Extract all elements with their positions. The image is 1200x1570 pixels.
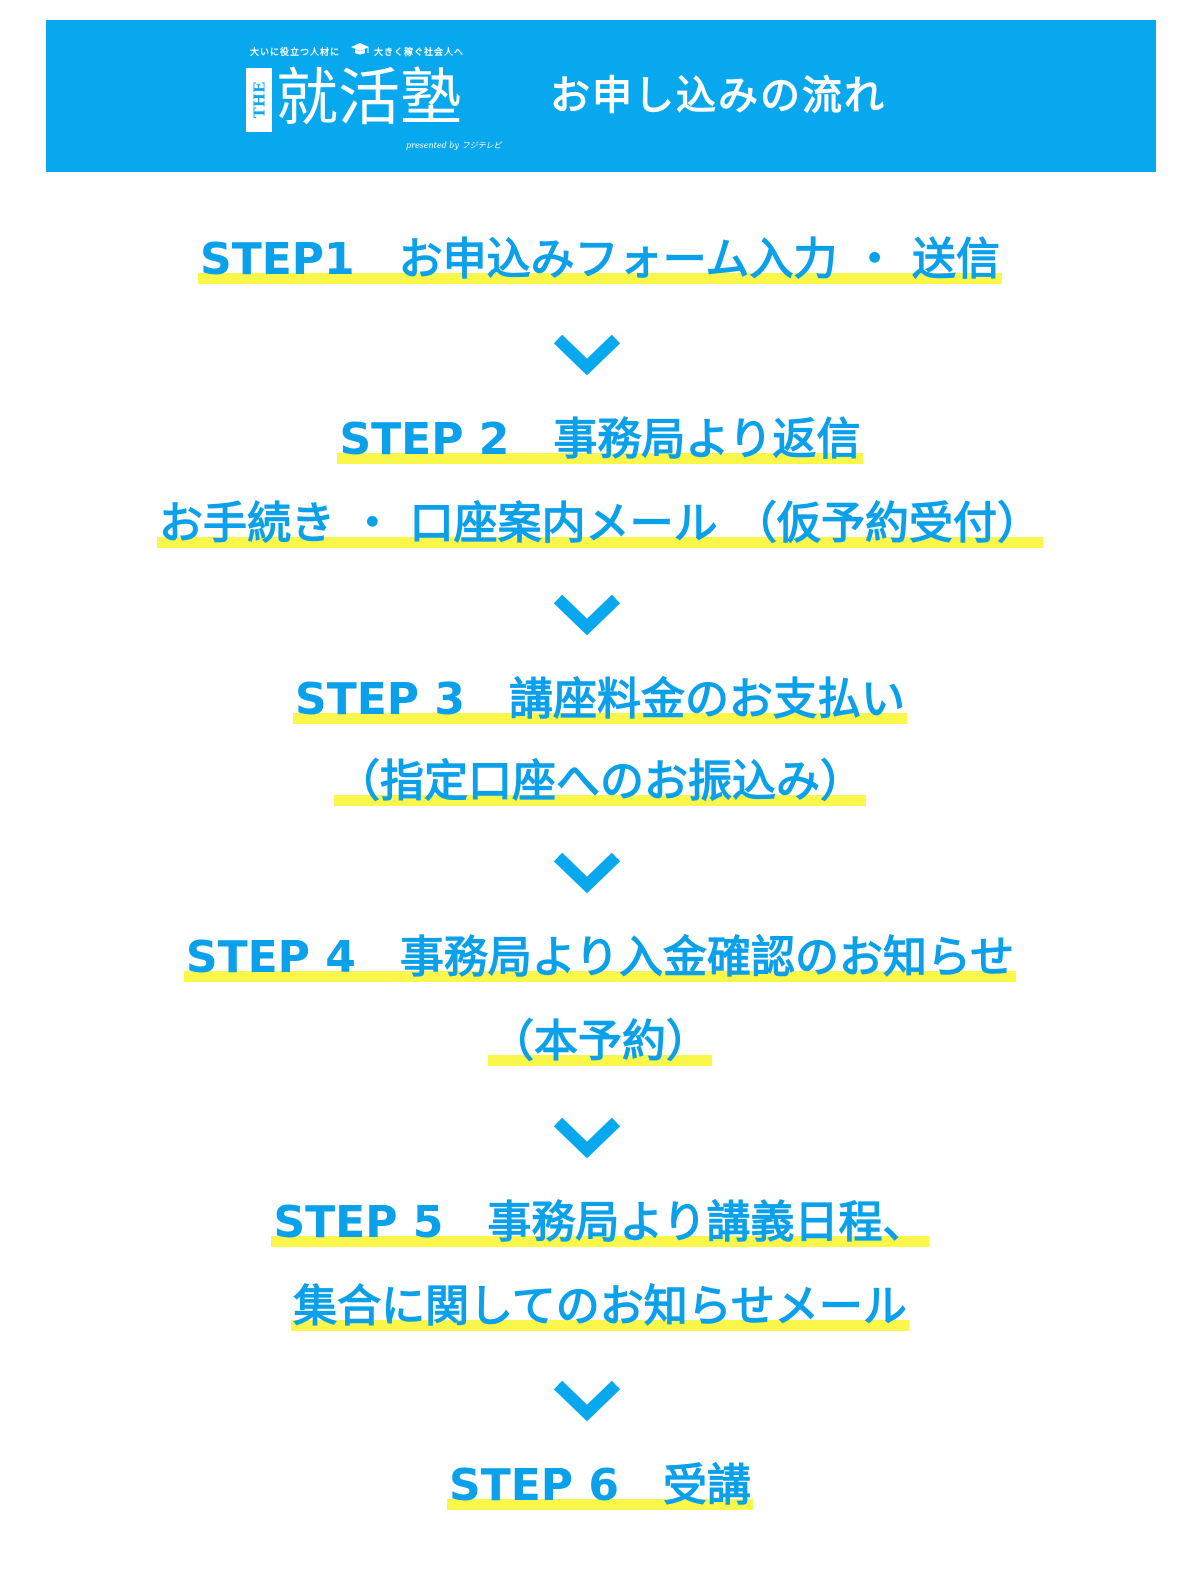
chevron-down-icon [553,334,621,376]
logo-wordmark: 就活塾 [276,61,463,134]
page-header: 大いに役立つ人材に 大きく稼ぐ社会人へ THE 就活塾 presented by… [46,20,1156,172]
step-5-line-1: STEP 5 事務局より講義日程、 [0,1193,1200,1253]
chevron-down-icon [553,1380,621,1422]
step-1-line-1: STEP1 お申込みフォーム入力 ・ 送信 [0,230,1200,290]
step-2-line-1: STEP 2 事務局より返信 [0,410,1200,470]
step-3-line-2: （指定口座へのお振込み） [0,752,1200,812]
graduation-cap-icon [351,43,369,55]
step-6-line-1: STEP 6 受講 [0,1456,1200,1516]
step-5-line-2: 集合に関してのお知らせメール [0,1277,1200,1337]
logo-presented-by: presented by フジテレビ [406,141,502,150]
chevron-down-icon [553,1117,621,1159]
step-3-line-1: STEP 3 講座料金のお支払い [0,670,1200,730]
logo-tagline-right: 大きく稼ぐ社会人へ [374,48,465,58]
step-2-line-2: お手続き ・ 口座案内メール （仮予約受付） [0,494,1200,554]
logo: 大いに役立つ人材に 大きく稼ぐ社会人へ THE 就活塾 presented by… [246,42,501,154]
logo-tagline-left: 大いに役立つ人材に [250,48,341,58]
page-title: お申し込みの流れ [550,73,886,119]
step-4-line-2: （本予約） [0,1012,1200,1072]
step-4-line-1: STEP 4 事務局より入金確認のお知らせ [0,928,1200,988]
chevron-down-icon [553,852,621,894]
chevron-down-icon [553,594,621,636]
logo-the-badge: THE [246,68,272,132]
